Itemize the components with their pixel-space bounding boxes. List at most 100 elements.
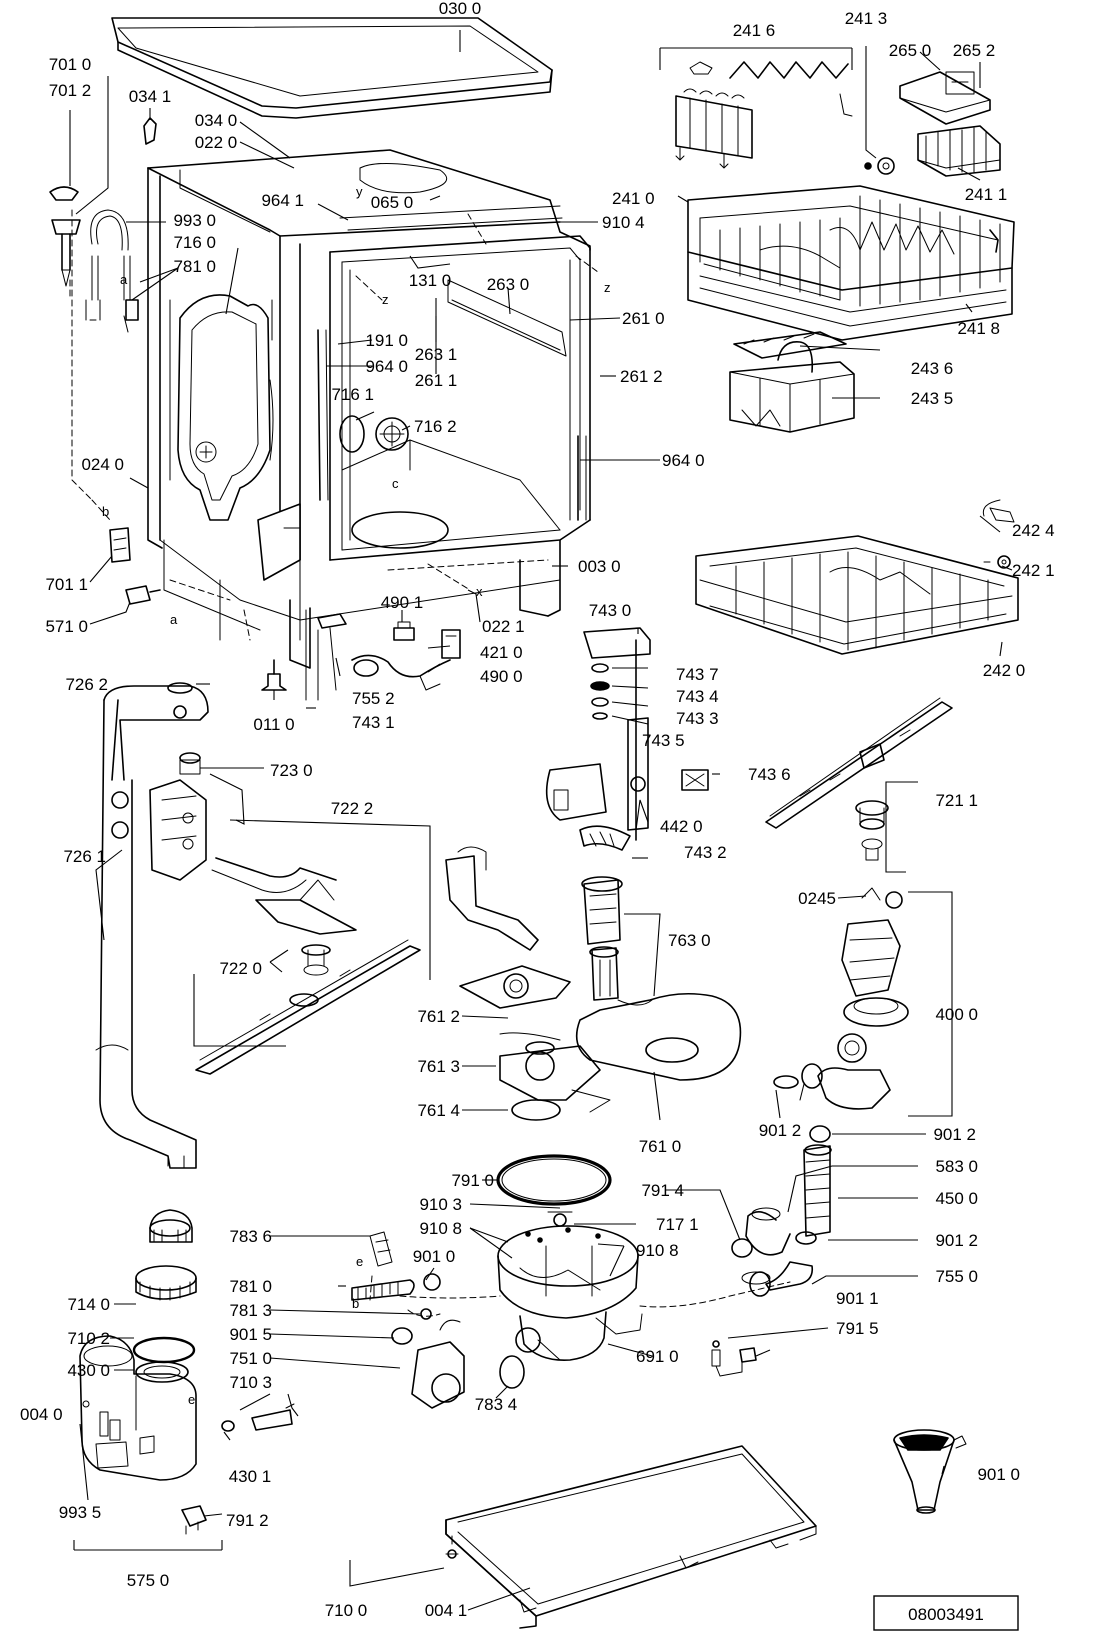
- part-callout-label: 726 2: [65, 675, 108, 694]
- part-callout-label: 034 0: [195, 111, 238, 130]
- part-callout-label: 743 6: [748, 765, 791, 784]
- reference-letter: c: [392, 476, 399, 491]
- part-callout-label: 722 2: [331, 799, 374, 818]
- part-callout-label: 993 5: [59, 1503, 102, 1522]
- part-callout-label: 265 0: [889, 41, 932, 60]
- part-callout-label: 400 0: [935, 1005, 978, 1024]
- part-callout-label: 964 0: [662, 451, 705, 470]
- part-callout-label: 743 7: [676, 665, 719, 684]
- part-callout-label: 761 4: [417, 1101, 460, 1120]
- part-callout-label: 716 1: [331, 385, 374, 404]
- part-callout-label: 024 0: [81, 455, 124, 474]
- part-callout-label: 131 0: [409, 271, 452, 290]
- part-callout-label: 910 3: [419, 1195, 462, 1214]
- reference-letter: a: [170, 612, 178, 627]
- part-callout-label: 691 0: [636, 1347, 679, 1366]
- part-callout-label: 243 6: [911, 359, 954, 378]
- part-callout-label: 901 5: [229, 1325, 272, 1344]
- part-callout-label: 901 2: [759, 1121, 802, 1140]
- part-callout-label: 910 8: [419, 1219, 462, 1238]
- part-callout-label: 761 3: [417, 1057, 460, 1076]
- part-callout-label: 022 0: [195, 133, 238, 152]
- upper-basket-part: [687, 185, 1015, 341]
- reference-letter: z: [382, 292, 389, 307]
- part-callout-label: 241 8: [957, 319, 1000, 338]
- part-callout-label: 722 0: [219, 959, 262, 978]
- part-callout-label: 743 4: [676, 687, 719, 706]
- part-callout-label: 993 0: [173, 211, 216, 230]
- part-callout-label: 241 3: [845, 9, 888, 28]
- reference-letter: e: [356, 1254, 363, 1269]
- part-callout-label: 743 2: [684, 843, 727, 862]
- part-callout-label: 034 1: [129, 87, 172, 106]
- part-callout-label: 030 0: [439, 0, 482, 18]
- part-callout-label: 791 2: [226, 1511, 269, 1530]
- part-callout-label: 723 0: [270, 761, 313, 780]
- part-callout-label: 450 0: [935, 1189, 978, 1208]
- part-callout-label: 791 0: [451, 1171, 494, 1190]
- part-callout-label: 751 0: [229, 1349, 272, 1368]
- lower-basket-part: [695, 499, 1019, 655]
- leader-lines: [69, 30, 1013, 1611]
- cutlery-basket-part: [729, 331, 855, 433]
- part-callout-label: 263 1: [415, 345, 458, 364]
- part-callout-label: 004 1: [425, 1601, 468, 1620]
- part-callout-label: 242 0: [983, 661, 1026, 680]
- part-callout-label: 442 0: [660, 817, 703, 836]
- part-callout-label: 0245: [798, 889, 836, 908]
- part-callout-label: 011 0: [253, 715, 294, 734]
- part-callout-label: 743 1: [352, 713, 395, 732]
- part-callout-label: 575 0: [127, 1571, 170, 1590]
- part-callout-label: 910 4: [602, 213, 645, 232]
- part-callout-label: 791 4: [641, 1181, 684, 1200]
- part-callout-label: 910 8: [636, 1241, 679, 1260]
- part-callout-label: 065 0: [371, 193, 414, 212]
- part-callout-label: 901 0: [413, 1247, 456, 1266]
- part-callout-label: 583 0: [935, 1157, 978, 1176]
- air-break-parts: [545, 627, 742, 1081]
- part-callout-label: 261 1: [415, 371, 458, 390]
- part-callout-label: 761 0: [639, 1137, 682, 1156]
- hinge-parts: [71, 209, 161, 605]
- reference-letter: b: [352, 1296, 359, 1311]
- water-softener-parts: [79, 1209, 207, 1535]
- part-callout-label: 421 0: [480, 643, 523, 662]
- part-callout-label: 710 3: [229, 1373, 272, 1392]
- reference-letter: y: [356, 184, 363, 199]
- part-callout-label: 901 1: [836, 1289, 879, 1308]
- reference-letter: e: [188, 1392, 195, 1407]
- part-callout-label: 701 1: [45, 575, 88, 594]
- upper-spray-arm-part: [765, 697, 953, 861]
- part-callout-label: 191 0: [365, 331, 408, 350]
- part-callout-label: 242 4: [1012, 521, 1055, 540]
- part-callout-label: 261 2: [620, 367, 663, 386]
- part-callout-label: 964 1: [261, 191, 304, 210]
- part-callout-label: 701 0: [49, 55, 92, 74]
- part-callout-label: 430 0: [67, 1361, 110, 1380]
- sump-upper-parts: [445, 846, 611, 1121]
- part-callout-label: 710 0: [325, 1601, 368, 1620]
- part-callout-label: 242 1: [1012, 561, 1055, 580]
- document-number-box: 08003491: [873, 1595, 1019, 1631]
- part-callout-label: 783 6: [229, 1227, 272, 1246]
- part-callout-label: 781 3: [229, 1301, 272, 1320]
- cup-shelf-part: [864, 71, 1001, 177]
- part-callout-label: 716 2: [414, 417, 457, 436]
- part-callout-label: 430 1: [229, 1467, 272, 1486]
- foot-part: [261, 659, 287, 691]
- part-callout-label: 761 2: [417, 1007, 460, 1026]
- part-callout-label: 263 0: [487, 275, 530, 294]
- reference-letter: x: [476, 584, 483, 599]
- part-callout-label: 022 1: [482, 617, 525, 636]
- part-callout-label: 241 6: [733, 21, 776, 40]
- part-callout-label: 571 0: [45, 617, 88, 636]
- part-callout-label: 490 0: [480, 667, 523, 686]
- part-callout-label: 743 5: [642, 731, 685, 750]
- part-callout-label: 241 0: [612, 189, 655, 208]
- sump-part: [399, 1211, 791, 1389]
- part-callout-label: 726 1: [63, 847, 106, 866]
- part-callout-label: 791 5: [836, 1319, 879, 1338]
- part-callout-label: 901 2: [933, 1125, 976, 1144]
